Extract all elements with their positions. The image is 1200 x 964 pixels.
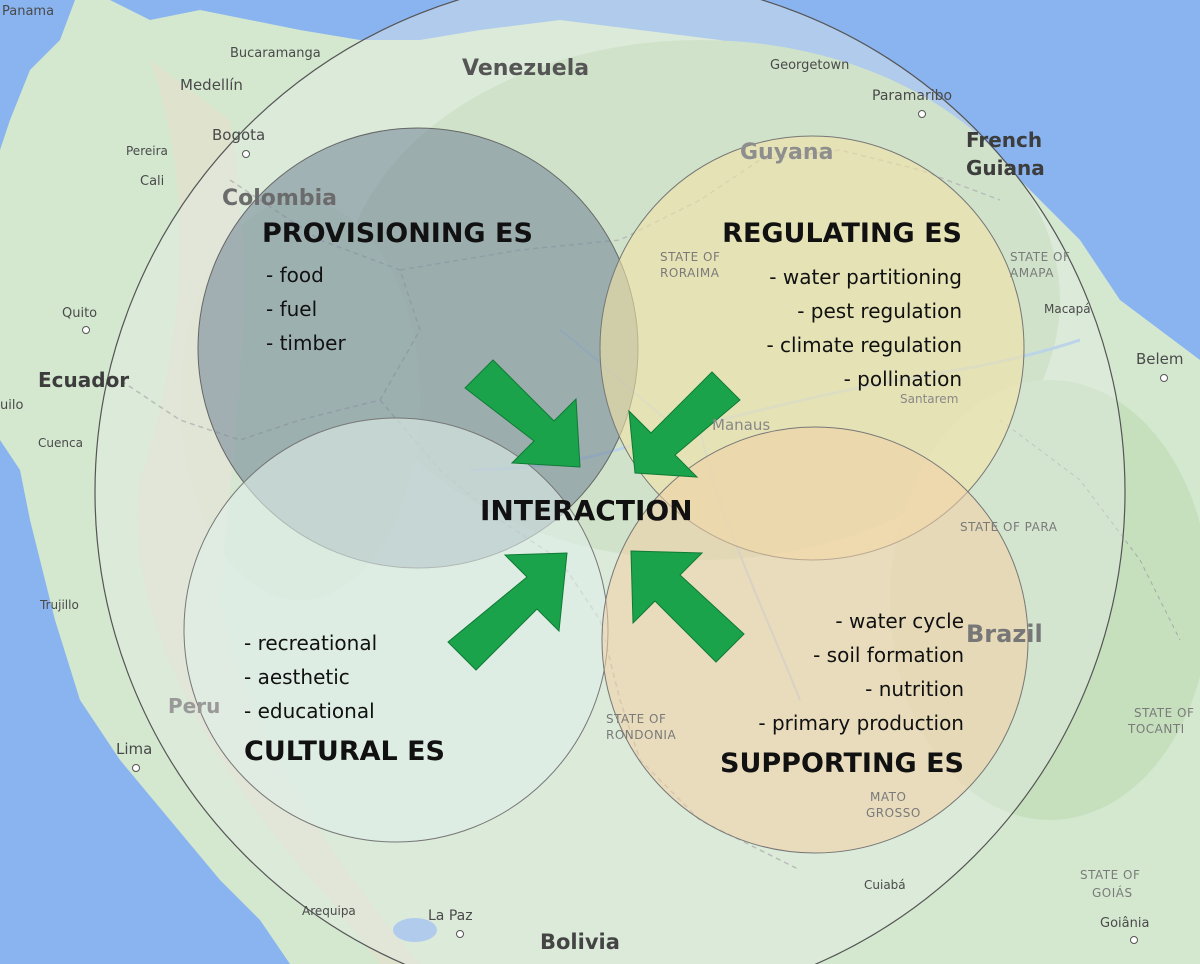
ocean-atlantic xyxy=(110,0,1200,360)
place-state-amapa-1: STATE OF xyxy=(1010,250,1071,264)
provisioning-item-food: - food xyxy=(266,263,324,287)
supporting-title: SUPPORTING ES xyxy=(720,748,964,779)
lake-titicaca xyxy=(393,918,437,942)
place-french-guiana-2: Guiana xyxy=(966,156,1045,180)
place-macapa: Macapá xyxy=(1044,302,1091,316)
supporting-item-nutrition: - nutrition xyxy=(865,677,964,701)
place-state-roraima-1: STATE OF xyxy=(660,250,721,264)
cultural-item-educational: - educational xyxy=(244,699,375,723)
place-state-amapa-2: AMAPA xyxy=(1010,266,1054,280)
city-dot-paramaribo xyxy=(918,110,926,118)
city-dot-goiania xyxy=(1130,936,1138,944)
place-cali: Cali xyxy=(140,174,165,189)
arrow-down-right-icon xyxy=(464,359,581,468)
place-state-rondonia-1: STATE OF xyxy=(606,712,667,726)
provisioning-item-timber: - timber xyxy=(266,331,346,355)
supporting-circle xyxy=(601,426,1029,854)
place-panama: Panama xyxy=(2,4,55,19)
supporting-item-soil-formation: - soil formation xyxy=(813,643,964,667)
regulating-title: REGULATING ES xyxy=(722,218,962,249)
regulating-item-pollination: - pollination xyxy=(843,367,962,391)
place-bolivia: Bolivia xyxy=(540,930,620,954)
border-states xyxy=(999,419,1181,641)
place-state-goias-1: STATE OF xyxy=(1080,868,1141,882)
cultural-item-aesthetic: - aesthetic xyxy=(244,665,350,689)
place-brazil: Brazil xyxy=(966,620,1043,648)
place-bogota: Bogota xyxy=(212,126,266,144)
place-bucaramanga: Bucaramanga xyxy=(230,46,321,61)
regulating-item-water-partitioning: - water partitioning xyxy=(769,265,962,289)
place-cuiaba: Cuiabá xyxy=(864,878,906,892)
place-state-goias-2: GOIÁS xyxy=(1092,886,1133,900)
place-quito: Quito xyxy=(62,306,98,321)
place-guayaquil: uilo xyxy=(0,398,24,413)
city-dot-lima xyxy=(132,764,140,772)
place-venezuela: Venezuela xyxy=(462,56,590,81)
place-santarem: Santarem xyxy=(900,392,959,406)
place-state-roraima-2: RORAIMA xyxy=(660,266,720,280)
city-dot-bogota xyxy=(242,150,250,158)
place-pereira: Pereira xyxy=(126,144,168,158)
cultural-item-recreational: - recreational xyxy=(244,631,378,655)
provisioning-item-fuel: - fuel xyxy=(266,297,318,321)
arrow-up-right-icon xyxy=(447,552,568,671)
place-peru: Peru xyxy=(168,694,221,718)
supporting-item-water-cycle: - water cycle xyxy=(835,609,964,633)
place-state-tocantins-1: STATE OF xyxy=(1134,706,1195,720)
place-cuenca: Cuenca xyxy=(38,436,83,450)
provisioning-title: PROVISIONING ES xyxy=(262,218,533,249)
ocean-northwest xyxy=(0,0,75,150)
place-mato-grosso-1: MATO xyxy=(870,790,907,804)
place-arequipa: Arequipa xyxy=(302,904,356,918)
place-georgetown: Georgetown xyxy=(770,58,850,73)
place-ecuador: Ecuador xyxy=(38,368,130,392)
place-trujillo: Trujillo xyxy=(40,598,79,612)
arrow-up-left-icon xyxy=(630,550,745,663)
interaction-label: INTERACTION xyxy=(480,494,693,527)
place-colombia: Colombia xyxy=(222,186,337,211)
regulating-item-pest-regulation: - pest regulation xyxy=(797,299,962,323)
place-lima: Lima xyxy=(116,740,153,758)
place-belem: Belem xyxy=(1136,350,1184,368)
city-dot-la-paz xyxy=(456,930,464,938)
place-state-para: STATE OF PARA xyxy=(960,520,1058,534)
place-medellin: Medellín xyxy=(180,76,243,94)
place-goiania: Goiânia xyxy=(1100,916,1150,931)
regulating-item-climate-regulation: - climate regulation xyxy=(766,333,962,357)
place-state-tocantins-2: TOCANTI xyxy=(1128,722,1185,736)
place-french-guiana-1: French xyxy=(966,128,1043,152)
city-dot-quito xyxy=(82,326,90,334)
place-paramaribo: Paramaribo xyxy=(872,88,953,104)
place-mato-grosso-2: GROSSO xyxy=(866,806,921,820)
arrow-down-left-icon xyxy=(628,371,741,478)
city-dot-belem xyxy=(1160,374,1168,382)
supporting-item-primary-production: - primary production xyxy=(758,711,964,735)
ocean-pacific xyxy=(0,440,290,964)
place-manaus: Manaus xyxy=(712,416,771,434)
place-la-paz: La Paz xyxy=(428,908,473,924)
cultural-title: CULTURAL ES xyxy=(244,736,445,767)
place-guyana: Guyana xyxy=(740,140,834,165)
place-state-rondonia-2: RONDONIA xyxy=(606,728,677,742)
